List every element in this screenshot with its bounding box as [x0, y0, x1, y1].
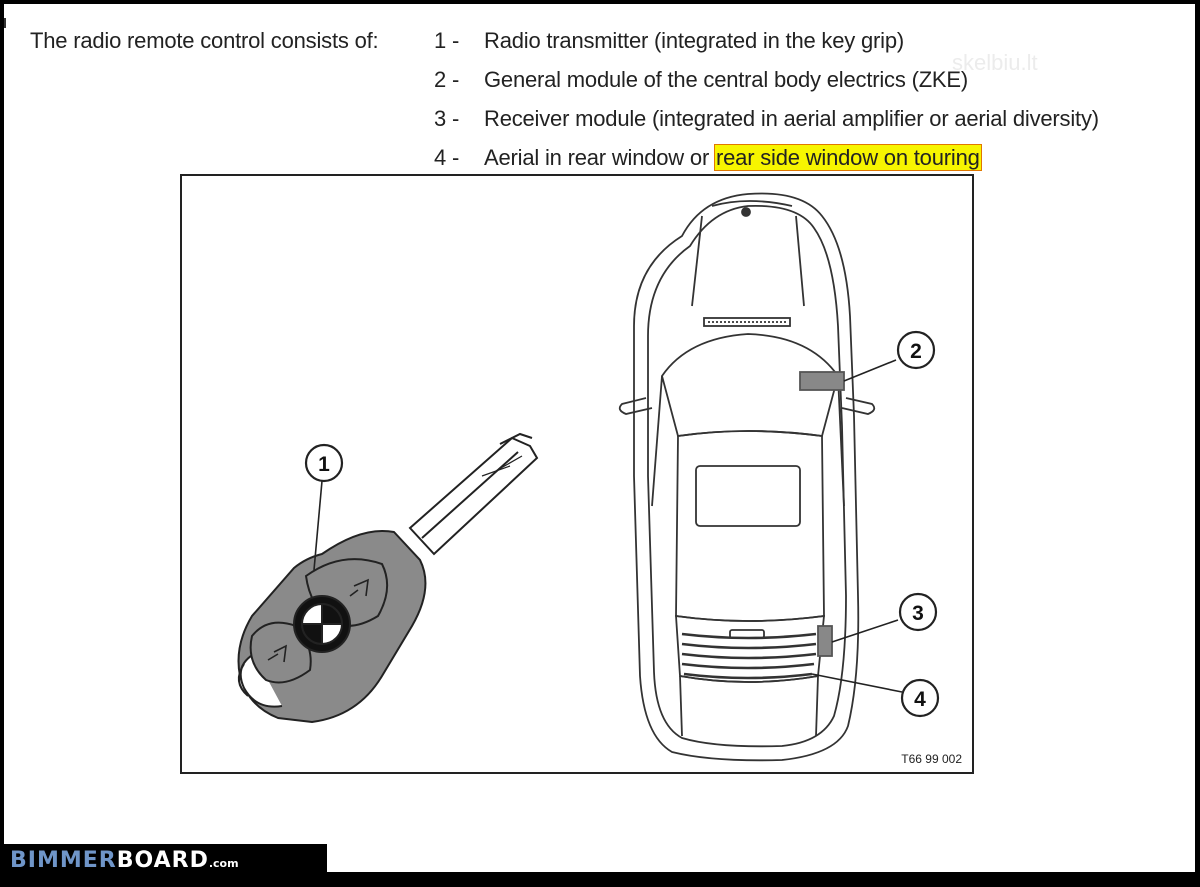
page: The radio remote control consists of: 1 … [4, 4, 1195, 872]
callout-2: 2 [843, 330, 936, 382]
brand-logo: BIMMERBOARD.com [10, 848, 239, 872]
figure-code: T66 99 002 [901, 752, 962, 766]
brand-part-2: BOARD [116, 848, 209, 872]
legend-item-4: 4 - Aerial in rear window or rear side wi… [434, 144, 982, 171]
legend-number: 2 - [434, 67, 460, 92]
diagram-svg: 1 2 3 4 [237, 192, 940, 762]
callout-label-1: 1 [318, 453, 330, 476]
brand-bar: BIMMERBOARD.com [4, 844, 327, 872]
intro-text: The radio remote control consists of: [30, 28, 379, 53]
callout-3: 3 [831, 592, 938, 643]
watermark-text: skelbiu.lt [952, 50, 1038, 75]
legend-item-1: 1 - Radio transmitter (integrated in the … [434, 28, 904, 54]
key-illustration [237, 432, 539, 724]
callout-1: 1 [304, 443, 344, 571]
legend-number: 4 - [434, 145, 460, 170]
legend-text: Receiver module (integrated in aerial am… [484, 106, 1099, 131]
highlighted-text: rear side window on touring [714, 144, 982, 171]
legend-item-2: 2 - General module of the central body el… [434, 67, 968, 93]
legend-number: 1 - [434, 28, 460, 53]
car-illustration [618, 192, 876, 762]
legend-item-3: 3 - Receiver module (integrated in aerial… [434, 106, 1099, 132]
callout-label-4: 4 [914, 688, 926, 711]
legend-text: Radio transmitter (integrated in the key… [484, 28, 904, 53]
brand-domain: .com [208, 857, 239, 870]
callout-label-2: 2 [910, 340, 922, 363]
callout-4: 4 [811, 673, 940, 718]
callout-label-3: 3 [912, 602, 924, 625]
legend-text: General module of the central body elect… [484, 67, 969, 92]
cursor-icon [4, 18, 12, 28]
legend-text: Aerial in rear window or [484, 145, 715, 170]
rear-window-aerial [681, 632, 817, 680]
brand-part-1: BIMMER [10, 848, 117, 872]
diagram-figure: 1 2 3 4 T66 99 002 [180, 174, 974, 774]
legend-number: 3 - [434, 106, 460, 131]
